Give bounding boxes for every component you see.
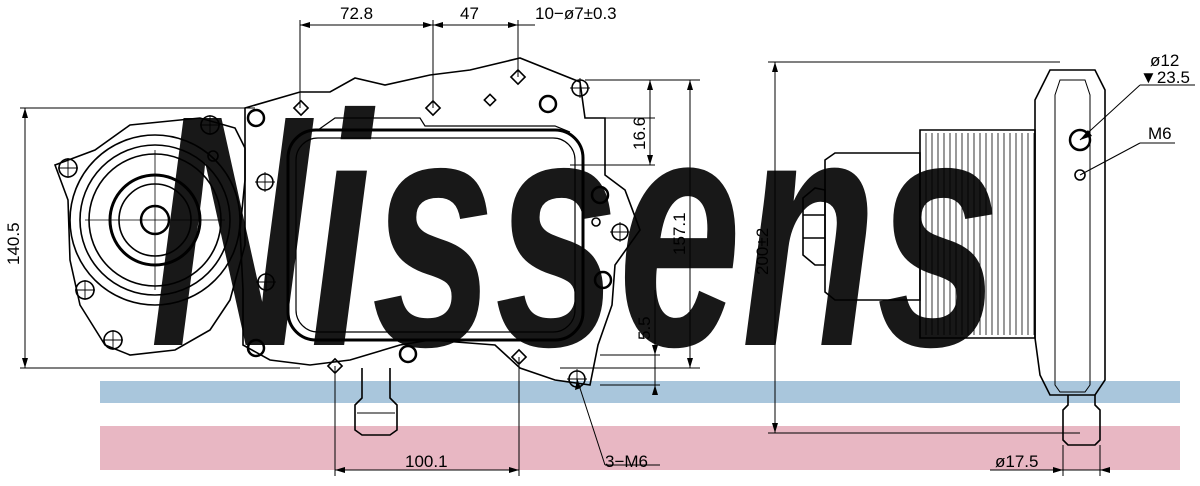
side-dimension-lines [768, 61, 1195, 476]
side-ribs [925, 133, 1035, 335]
hole-marker-4 [326, 357, 344, 375]
dim-top-mid: 47 [460, 4, 479, 23]
side-plate [1034, 69, 1106, 396]
bolt-plate-2 [538, 94, 558, 114]
bolt-plate-4 [593, 270, 613, 290]
bolt-plate-1 [246, 108, 266, 128]
side-thread [1074, 169, 1086, 181]
hole-marker-3 [509, 68, 527, 86]
dim-side-height: 200±2 [753, 228, 772, 275]
side-bolt [1068, 128, 1092, 152]
housing-ring-outer [69, 134, 241, 306]
hole-marker-1 [292, 99, 310, 117]
dim-holes: 10−ø7±0.3 [535, 4, 617, 23]
bolt-plate-6 [398, 344, 418, 364]
bolt-plate-3 [590, 185, 610, 205]
main-plate-outline [239, 57, 641, 386]
left-housing-outline [53, 117, 246, 356]
cooler-window-outer [286, 128, 585, 342]
bolt-plate-5 [246, 338, 266, 358]
side-bottom-pipe [1062, 395, 1101, 446]
center-marks [58, 78, 630, 389]
dim-pipe-diameter: ø17.5 [995, 452, 1038, 471]
side-view [802, 69, 1106, 446]
hole-marker-5 [510, 348, 528, 366]
dim-thread-note: 3−M6 [605, 452, 648, 471]
dim-left-height: 140.5 [4, 222, 23, 265]
arrowheads [22, 22, 693, 473]
dim-right-bottom: 5.5 [635, 316, 654, 340]
hole-marker-2 [424, 99, 442, 117]
dim-right-top: 16.6 [630, 117, 649, 150]
watermark-blue-band [100, 381, 1180, 403]
side-arrowheads [772, 62, 1110, 473]
dim-overall-height: 157.1 [670, 212, 689, 255]
dim-bottom-width: 100.1 [405, 452, 448, 471]
cooler-window-inner [295, 137, 576, 333]
dim-top-left: 72.8 [340, 4, 373, 23]
front-dimension-lines [20, 20, 700, 476]
bottom-pipe [354, 368, 398, 436]
housing-ring-mid [79, 144, 231, 296]
dim-bolt-thread: M6 [1148, 124, 1172, 143]
dim-bolt-diameter: ø12 [1150, 51, 1179, 70]
dim-bolt-depth: ▼23.5 [1140, 68, 1190, 87]
